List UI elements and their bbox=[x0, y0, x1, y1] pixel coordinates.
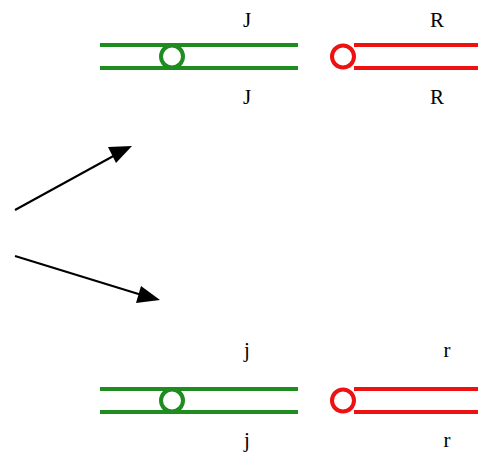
gene-label: r bbox=[444, 430, 451, 451]
red-chromosome bbox=[332, 389, 478, 412]
arrowhead bbox=[108, 146, 132, 163]
green-chromosome bbox=[100, 389, 298, 412]
arrow bbox=[15, 148, 128, 210]
gene-label: j bbox=[244, 430, 250, 451]
gene-label: R bbox=[430, 10, 444, 31]
gene-label: j bbox=[244, 340, 250, 361]
arrowhead bbox=[136, 286, 160, 303]
gene-label: J bbox=[243, 87, 251, 108]
gene-label: r bbox=[444, 340, 451, 361]
gene-label: J bbox=[243, 10, 251, 31]
arrow bbox=[15, 256, 145, 296]
gene-label: R bbox=[430, 87, 444, 108]
red-chromosome bbox=[332, 45, 478, 68]
green-chromosome bbox=[100, 45, 298, 68]
